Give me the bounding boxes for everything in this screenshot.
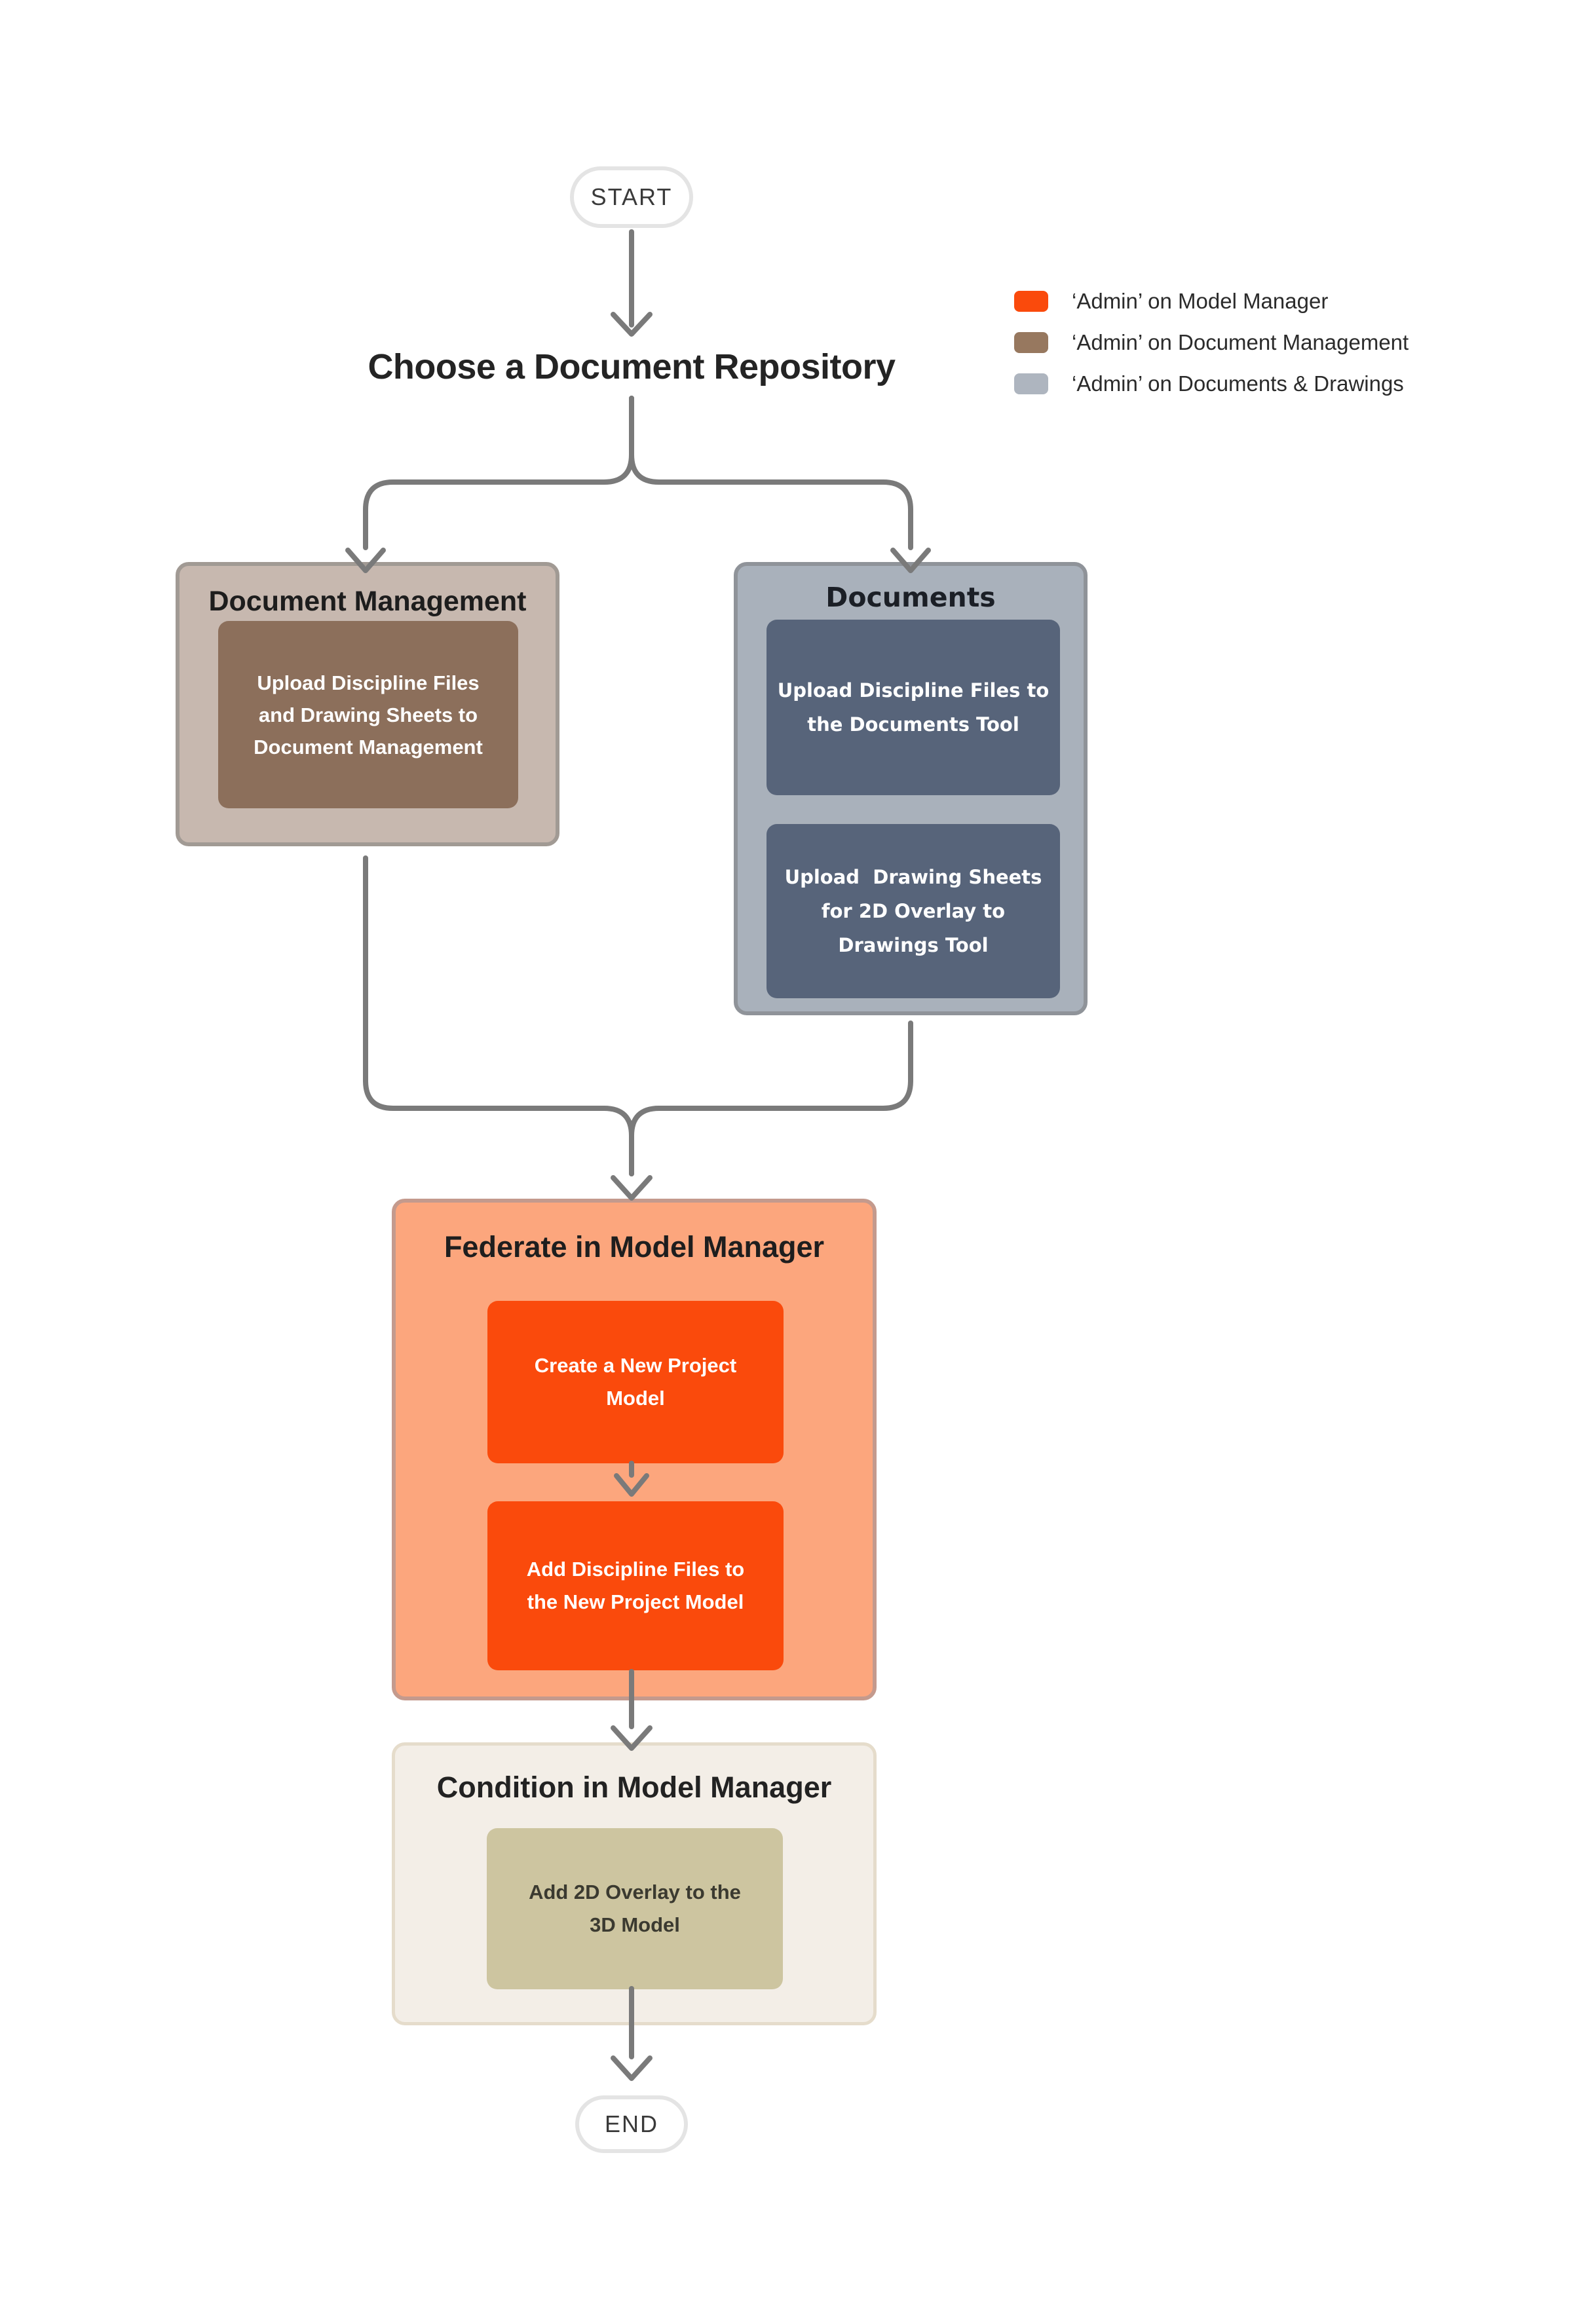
node-title: Documents <box>825 582 996 613</box>
step-box: Add 2D Overlay to the 3D Model <box>487 1828 783 1989</box>
decision-heading: Choose a Document Repository <box>368 347 896 386</box>
node-documents: Documents Upload Discipline Files to the… <box>734 562 1088 1015</box>
start-node-label: START <box>590 183 673 210</box>
merge-left-connector <box>363 855 634 1176</box>
legend-swatch-model-manager <box>1014 291 1048 312</box>
legend-item: ‘Admin’ on Documents & Drawings <box>1014 371 1409 396</box>
step-label: Add 2D Overlay to the 3D Model <box>529 1881 741 1936</box>
step-box: Upload Drawing Sheets for 2D Overlay to … <box>767 824 1060 998</box>
arrow-start-to-heading-head <box>611 312 653 337</box>
end-node: END <box>575 2095 688 2153</box>
node-title: Condition in Model Manager <box>436 1771 832 1804</box>
step-label: Add Discipline Files to the New Project … <box>526 1558 745 1613</box>
legend-item: ‘Admin’ on Document Management <box>1014 330 1409 355</box>
end-node-label: END <box>604 2110 658 2137</box>
step-box: Upload Discipline Files to the Documents… <box>767 620 1060 795</box>
legend-label: ‘Admin’ on Document Management <box>1072 330 1409 354</box>
merge-arrowhead <box>611 1175 653 1201</box>
step-box: Upload Discipline Files and Drawing Shee… <box>218 621 518 808</box>
node-title: Federate in Model Manager <box>444 1230 825 1264</box>
step-label: Create a New Project Model <box>534 1354 737 1410</box>
step-box: Create a New Project Model <box>487 1301 784 1463</box>
fork-left-connector <box>363 396 634 550</box>
legend-swatch-document-management <box>1014 332 1048 353</box>
merge-right-connector <box>629 1021 913 1176</box>
step-box: Add Discipline Files to the New Project … <box>487 1501 784 1670</box>
legend-label: ‘Admin’ on Model Manager <box>1072 289 1329 313</box>
condition-to-end-arrowhead <box>611 2055 653 2081</box>
step-label: Upload Discipline Files to the Documents… <box>777 679 1050 736</box>
legend-swatch-documents-drawings <box>1014 373 1048 394</box>
step-label: Upload Discipline Files and Drawing Shee… <box>254 671 483 759</box>
legend-item: ‘Admin’ on Model Manager <box>1014 289 1409 314</box>
step-label: Upload Drawing Sheets for 2D Overlay to … <box>784 866 1042 956</box>
node-title: Document Management <box>208 586 527 617</box>
node-condition-model-manager: Condition in Model Manager Add 2D Overla… <box>392 1742 877 2025</box>
legend-label: ‘Admin’ on Documents & Drawings <box>1072 371 1404 396</box>
legend: ‘Admin’ on Model Manager ‘Admin’ on Docu… <box>1014 289 1409 413</box>
node-federate-model-manager: Federate in Model Manager Create a New P… <box>392 1199 877 1700</box>
start-node: START <box>570 166 693 228</box>
fork-right-connector <box>629 396 913 550</box>
node-document-management: Document Management Upload Discipline Fi… <box>176 562 559 846</box>
